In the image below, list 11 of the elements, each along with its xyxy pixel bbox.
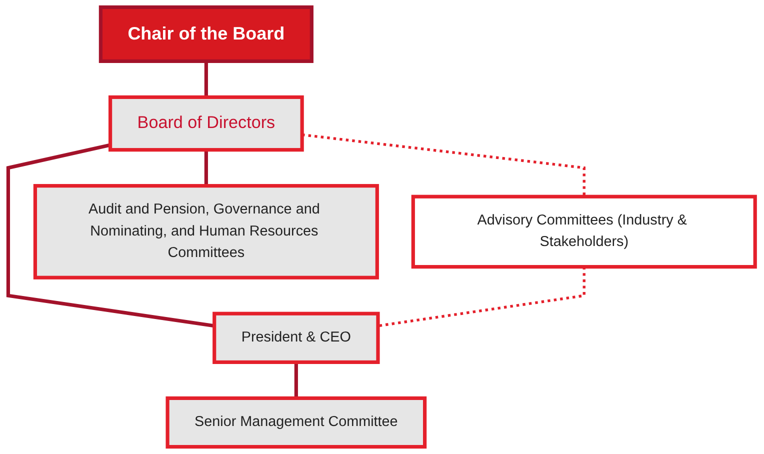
connector xyxy=(204,150,208,186)
node-box: Chair of the Board xyxy=(99,5,314,63)
node-box: Board of Directors xyxy=(108,95,304,152)
node-box: President & CEO xyxy=(212,312,380,364)
connector xyxy=(6,143,215,328)
node-box: Senior Management Committee xyxy=(166,396,427,449)
connector xyxy=(294,362,298,398)
node-box: Audit and Pension, Governance and Nominating, and Human Resources Committees xyxy=(34,184,380,280)
connector xyxy=(204,61,208,98)
connector xyxy=(378,266,586,328)
node-box: Advisory Committees (Industry & Stakeholders) xyxy=(412,194,758,269)
